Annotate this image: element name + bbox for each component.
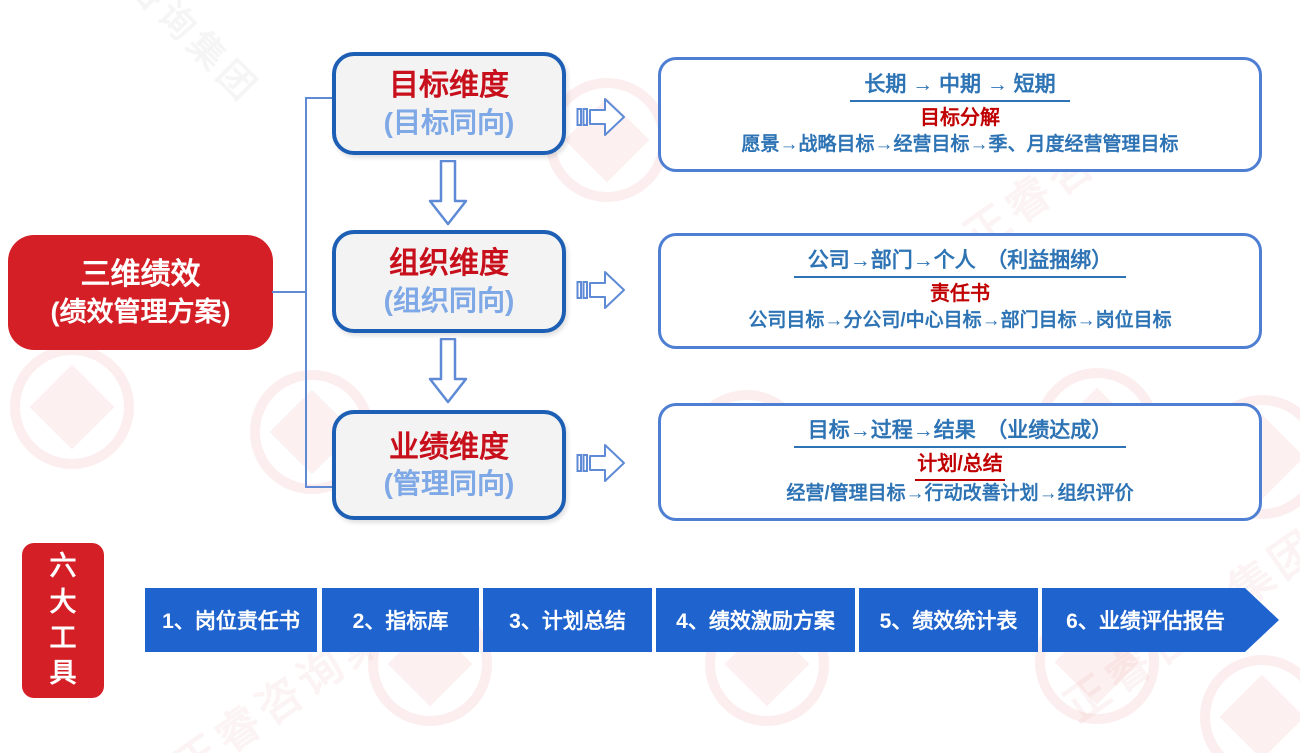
dimension-title: 目标维度 <box>389 69 509 103</box>
tool-segment-2: 2、指标库 <box>322 588 479 652</box>
detail-box-goal: 长期 → 中期 → 短期 目标分解 愿景→战略目标→经营目标→季、月度经营管理目… <box>658 57 1262 172</box>
dimension-box-organization: 组织维度 (组织同向) <box>332 230 566 333</box>
detail-path: 经营/管理目标→行动改善计划→组织评价 <box>786 482 1134 504</box>
detail-keyword: 计划/总结 <box>915 451 1005 481</box>
detail-flow: 长期 → 中期 → 短期 <box>850 71 1070 102</box>
detail-flow: 目标→过程→结果 （业绩达成） <box>793 417 1127 448</box>
detail-box-organization: 公司→部门→个人 （利益捆绑） 责任书 公司目标→分公司/中心目标→部门目标→岗… <box>658 233 1262 349</box>
bracket-line <box>305 97 334 99</box>
logo-watermark-icon <box>10 345 134 469</box>
detail-keyword: 责任书 <box>930 283 990 306</box>
bracket-line <box>305 98 307 488</box>
striped-right-arrow-icon <box>576 95 626 144</box>
root-title: 三维绩效 <box>80 257 201 291</box>
down-arrow-icon <box>428 159 468 231</box>
dimension-subtitle: (管理同向) <box>383 468 515 500</box>
tool-segment-5: 5、绩效统计表 <box>859 588 1038 652</box>
watermark-text: 正睿咨询集团 <box>60 0 268 112</box>
tool-segment-6-arrow: 6、业绩评估报告 <box>1042 588 1279 652</box>
detail-path: 公司目标→分公司/中心目标→部门目标→岗位目标 <box>748 310 1172 332</box>
root-subtitle: (绩效管理方案) <box>50 297 231 328</box>
striped-right-arrow-icon <box>576 441 626 490</box>
tools-label: 六大工具 <box>49 550 77 689</box>
detail-box-performance: 目标→过程→结果 （业绩达成） 计划/总结 经营/管理目标→行动改善计划→组织评… <box>658 403 1262 521</box>
dimension-subtitle: (目标同向) <box>383 106 515 138</box>
bracket-line <box>305 486 334 488</box>
dimension-box-performance: 业绩维度 (管理同向) <box>332 410 566 520</box>
dimension-title: 组织维度 <box>389 247 509 281</box>
striped-right-arrow-icon <box>576 268 626 317</box>
detail-flow: 公司→部门→个人 （利益捆绑） <box>793 247 1127 279</box>
logo-watermark-icon <box>1200 655 1300 753</box>
tools-label-box: 六大工具 <box>22 543 104 698</box>
tool-segment-1: 1、岗位责任书 <box>145 588 317 652</box>
detail-keyword: 目标分解 <box>920 106 1000 129</box>
down-arrow-icon <box>428 337 468 409</box>
tool-segment-3: 3、计划总结 <box>483 588 652 652</box>
root-box: 三维绩效 (绩效管理方案) <box>8 235 273 350</box>
dimension-subtitle: (组织同向) <box>383 284 515 316</box>
bracket-line <box>272 291 306 293</box>
detail-path: 愿景→战略目标→经营目标→季、月度经营管理目标 <box>741 133 1179 155</box>
dimension-box-goal: 目标维度 (目标同向) <box>332 52 566 155</box>
dimension-title: 业绩维度 <box>389 430 509 464</box>
tool-segment-4: 4、绩效激励方案 <box>656 588 855 652</box>
